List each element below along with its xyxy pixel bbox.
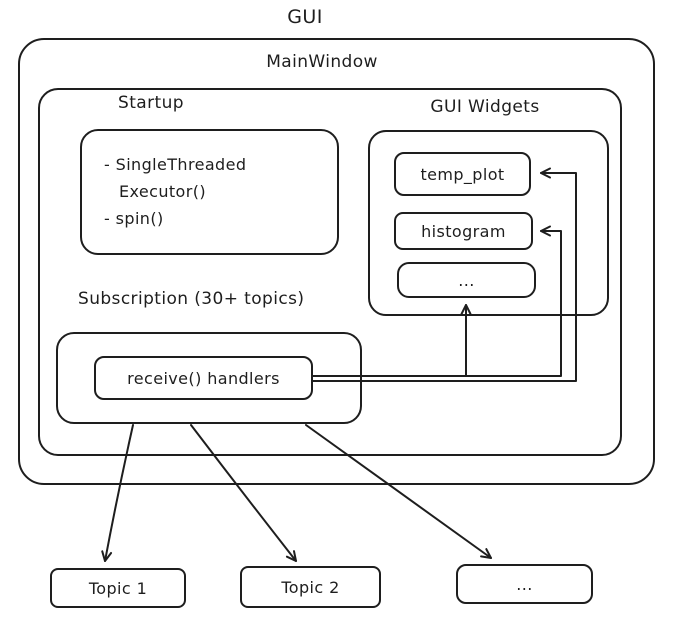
histogram-label: histogram	[421, 221, 506, 241]
topic2-label: Topic 2	[281, 577, 340, 597]
startup-label: Startup	[118, 93, 184, 113]
gui-widgets-label: GUI Widgets	[430, 97, 540, 117]
diagram-title: GUI	[287, 6, 323, 28]
subscription-label: Subscription (30+ topics)	[78, 289, 305, 309]
topics-ellipsis-label: ...	[516, 574, 533, 594]
temp-plot-box: temp_plot	[394, 152, 531, 196]
receive-handlers-label: receive() handlers	[127, 368, 280, 388]
temp-plot-label: temp_plot	[420, 164, 505, 184]
widgets-ellipsis-label: ...	[458, 270, 475, 290]
startup-item-executor: - SingleThreaded	[104, 155, 247, 174]
receive-handlers-box: receive() handlers	[94, 356, 313, 400]
topic1-label: Topic 1	[88, 578, 148, 598]
topic1-box: Topic 1	[50, 568, 186, 608]
startup-item-spin: - spin()	[104, 209, 164, 228]
startup-items: - SingleThreaded Executor() - spin()	[104, 151, 246, 232]
main-window-label: MainWindow	[266, 52, 378, 72]
topics-ellipsis-box: ...	[456, 564, 593, 604]
topic2-box: Topic 2	[240, 566, 381, 608]
widgets-ellipsis-box: ...	[397, 262, 536, 298]
histogram-box: histogram	[394, 212, 533, 250]
startup-item-executor-cont: Executor()	[119, 182, 206, 201]
